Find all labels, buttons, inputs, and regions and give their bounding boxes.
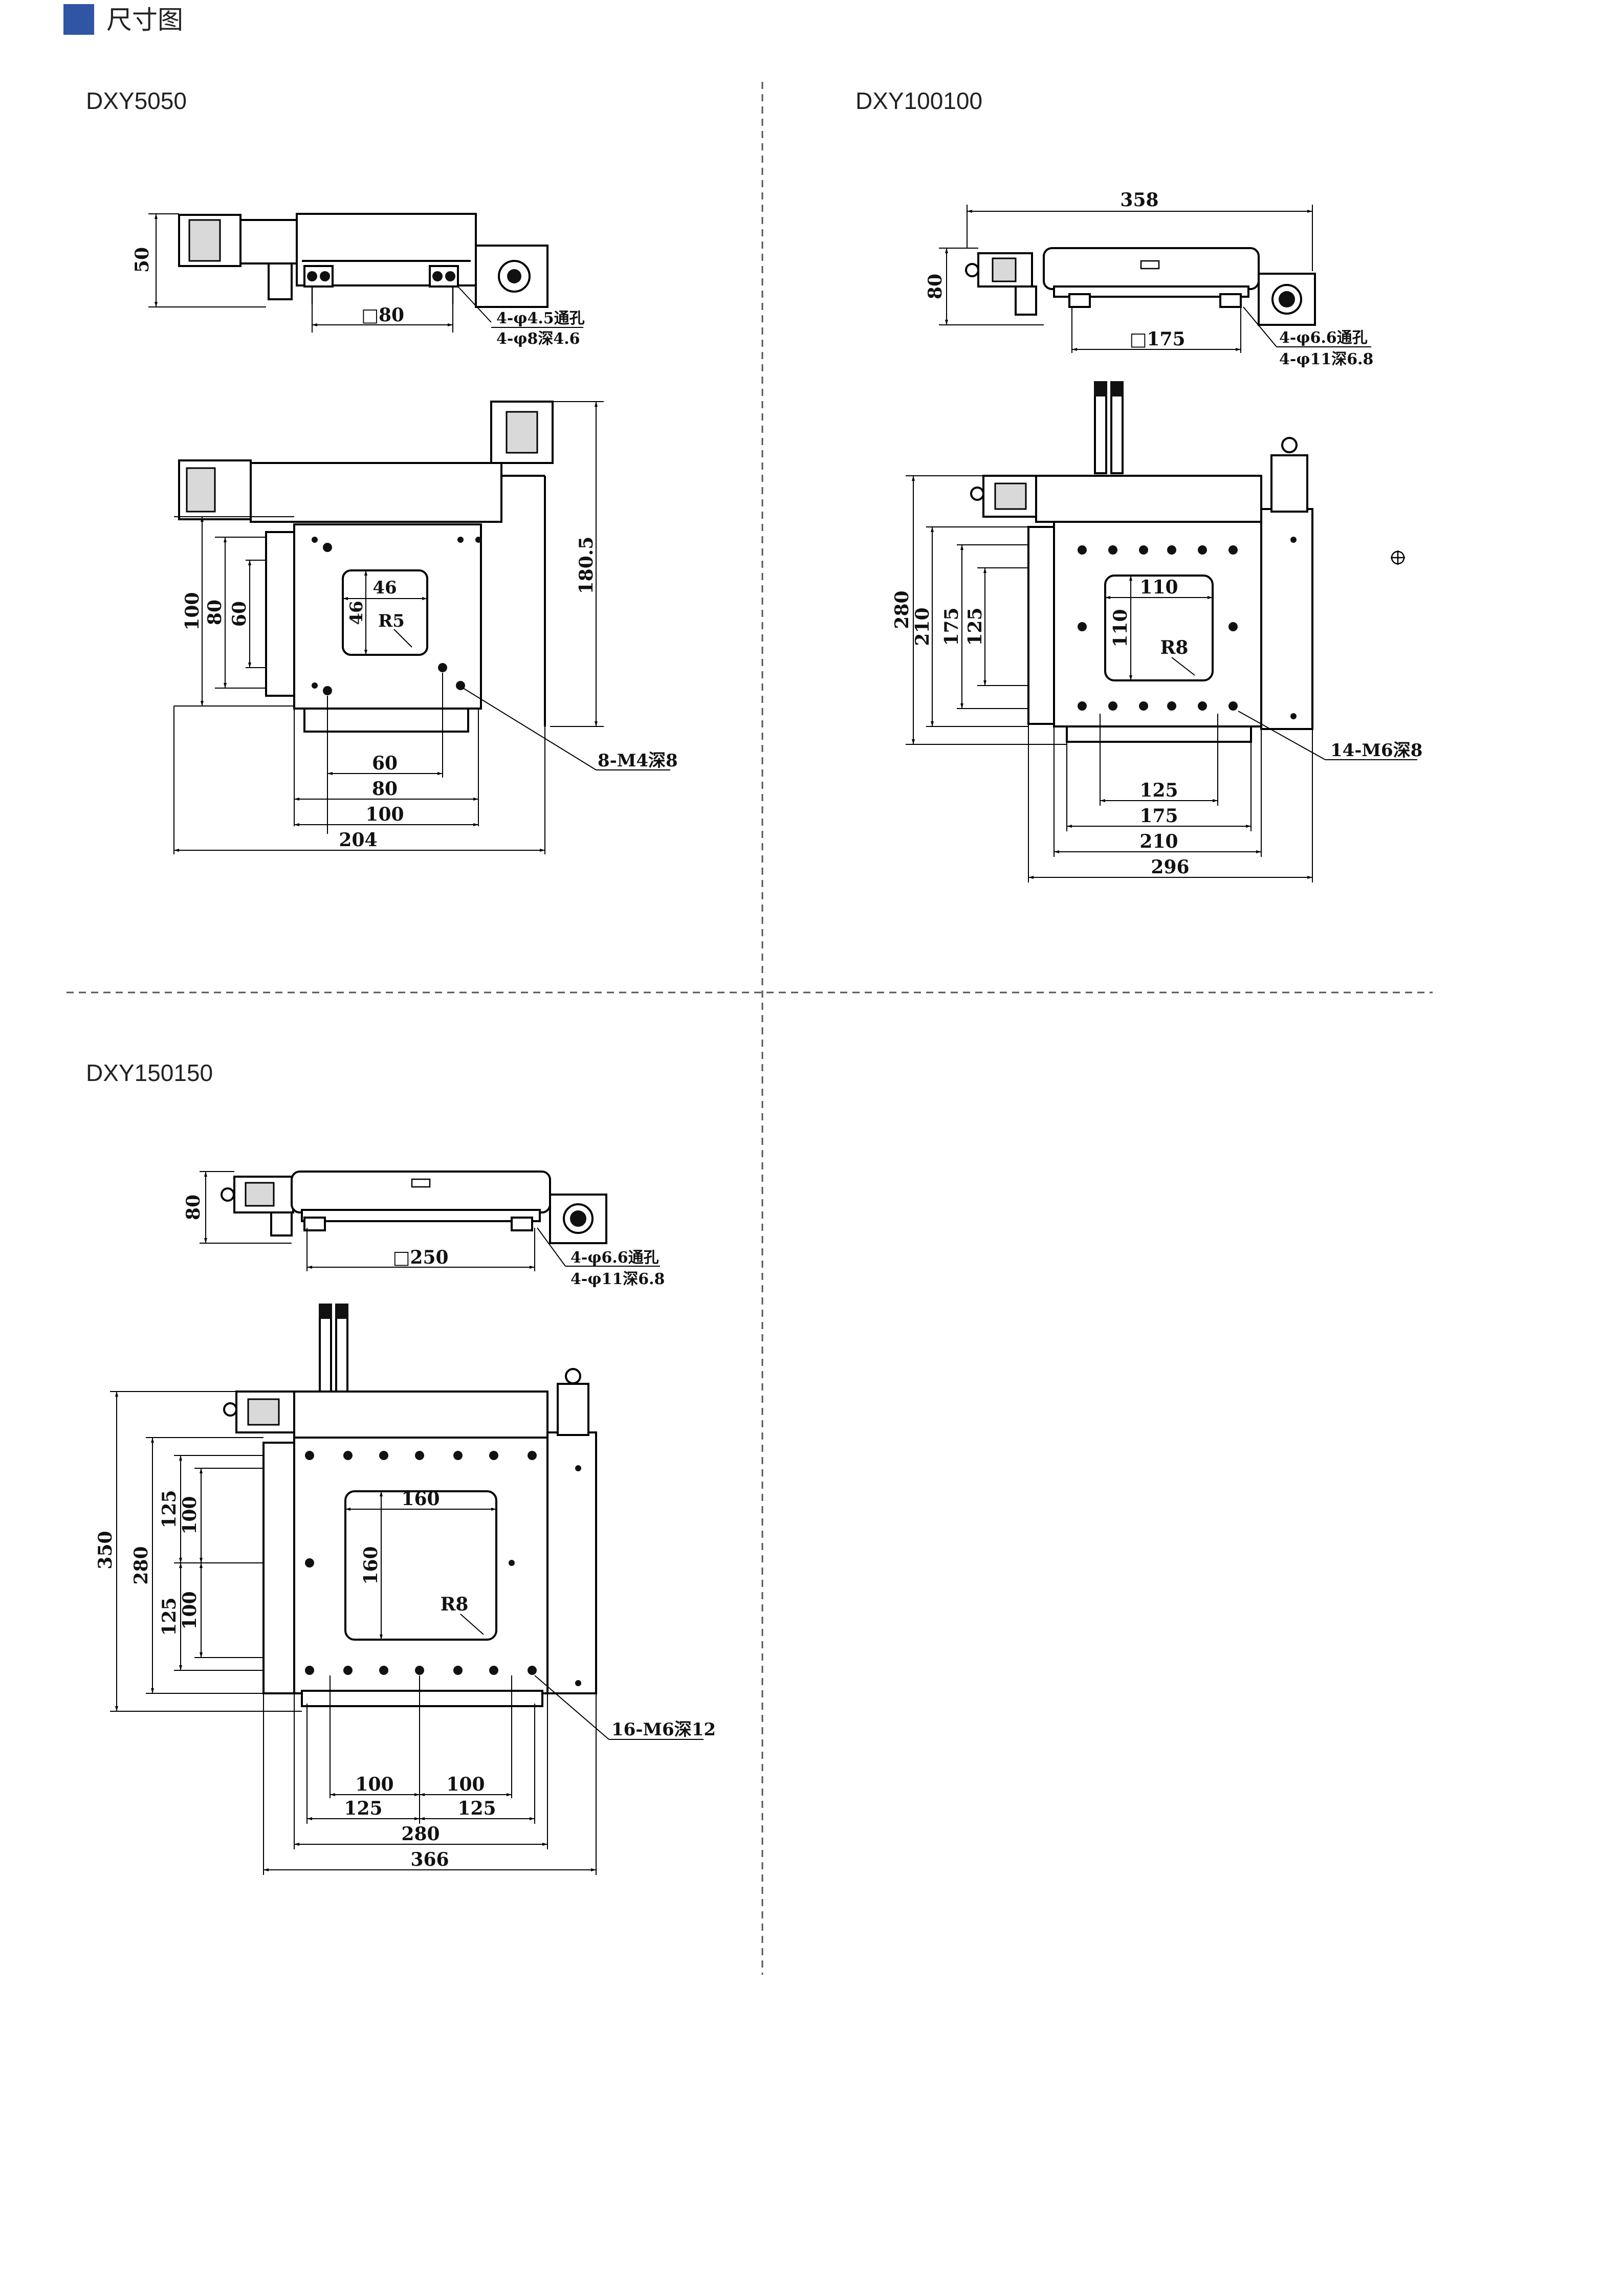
dim-5050-bottom-80: 80 [372, 778, 398, 800]
dxy5050-side-dims [148, 213, 583, 333]
dim-150150-left-125-top: 125 [159, 1490, 180, 1528]
dim-100100-bottom-125: 125 [1139, 780, 1178, 801]
dim-150150-bottom-100-right: 100 [446, 1774, 485, 1795]
note-5050-threads: 8-M4深8 [598, 750, 678, 771]
model-label-dxy5050: DXY5050 [86, 87, 187, 114]
dim-150150-window-h: 160 [360, 1546, 382, 1584]
dim-5050-window-w: 46 [372, 578, 397, 598]
dim-5050-bottom-100: 100 [365, 804, 404, 825]
dxy5050-side-view [178, 213, 548, 308]
dim-100100-window-h: 110 [1110, 609, 1131, 647]
dim-5050-window-h: 46 [346, 601, 367, 625]
dxy100100-top-view [970, 381, 1313, 743]
registration-mark-icon [1391, 550, 1405, 565]
dxy150150-top-dims [110, 1391, 704, 1875]
model-label-dxy100100: DXY100100 [855, 87, 983, 114]
dim-100100-width-358: 358 [1120, 189, 1158, 211]
dim-150150-bottom-366: 366 [410, 1849, 449, 1870]
dim-150150-bottom-125-left: 125 [344, 1798, 382, 1819]
note-100100-threads: 14-M6深8 [1330, 740, 1422, 761]
dim-5050-radius: R5 [378, 611, 405, 631]
dim-100100-left-175: 175 [941, 607, 962, 646]
dim-100100-window-w: 110 [1139, 577, 1178, 598]
dim-150150-bottom-100-left: 100 [355, 1774, 393, 1795]
dim-100100-left-125: 125 [964, 607, 986, 646]
dxy5050-top-view [178, 401, 554, 733]
dim-150150-bottom-280: 280 [401, 1823, 440, 1845]
dim-100100-bottom-210: 210 [1139, 831, 1178, 852]
dxy100100-side-dims [939, 205, 1371, 353]
dim-100100-radius: R8 [1160, 637, 1189, 658]
dxy150150-side-view [221, 1171, 607, 1244]
dxy100100-top-dims [906, 475, 1417, 882]
dim-150150-left-100-top: 100 [179, 1496, 201, 1534]
dim-5050-bottom-60: 60 [372, 753, 398, 774]
dxy100100-side-view [965, 247, 1316, 326]
dim-150150-bottom-125-right: 125 [457, 1798, 496, 1819]
dim-5050-square-80: □80 [361, 304, 404, 326]
dim-100100-left-280: 280 [891, 590, 913, 629]
dim-100100-bottom-175: 175 [1139, 805, 1178, 827]
model-label-dxy150150: DXY150150 [86, 1059, 213, 1086]
dxy5050-top-dims [173, 401, 670, 854]
note-100100-hole-1: 4-φ6.6通孔 [1279, 329, 1368, 347]
dim-5050-left-80: 80 [204, 600, 226, 625]
dim-150150-left-100-bottom: 100 [179, 1591, 201, 1629]
note-150150-threads: 16-M6深12 [611, 1719, 716, 1740]
note-150150-hole-2: 4-φ11深6.8 [570, 1270, 665, 1288]
dim-5050-bottom-204: 204 [339, 829, 377, 851]
dim-150150-left-280: 280 [130, 1546, 152, 1584]
note-100100-hole-2: 4-φ11深6.8 [1279, 350, 1373, 368]
dim-5050-height-180-5: 180.5 [576, 537, 597, 594]
dxy150150-top-view [223, 1304, 597, 1707]
dim-150150-left-125-bottom: 125 [159, 1597, 180, 1636]
dim-150150-left-350: 350 [95, 1531, 116, 1569]
dim-150150-window-w: 160 [401, 1488, 440, 1510]
dim-100100-square-175: □175 [1129, 328, 1185, 350]
dim-100100-height-80: 80 [925, 274, 946, 299]
dim-150150-square-250: □250 [392, 1247, 448, 1268]
note-150150-hole-1: 4-φ6.6通孔 [570, 1249, 659, 1267]
dxy150150-side-dims [200, 1171, 660, 1271]
dim-5050-left-60: 60 [229, 601, 250, 627]
page-title: 尺寸图 [106, 5, 183, 35]
dim-5050-left-100: 100 [182, 592, 203, 630]
note-5050-hole-1: 4-φ4.5通孔 [496, 310, 585, 327]
dim-100100-left-210: 210 [912, 607, 933, 646]
dim-100100-bottom-296: 296 [1151, 856, 1189, 878]
dim-5050-height-50: 50 [131, 247, 153, 273]
header-accent-square [63, 4, 94, 35]
dim-150150-radius: R8 [441, 1594, 469, 1615]
dim-150150-height-80: 80 [183, 1195, 204, 1220]
note-5050-hole-2: 4-φ8深4.6 [496, 330, 580, 348]
